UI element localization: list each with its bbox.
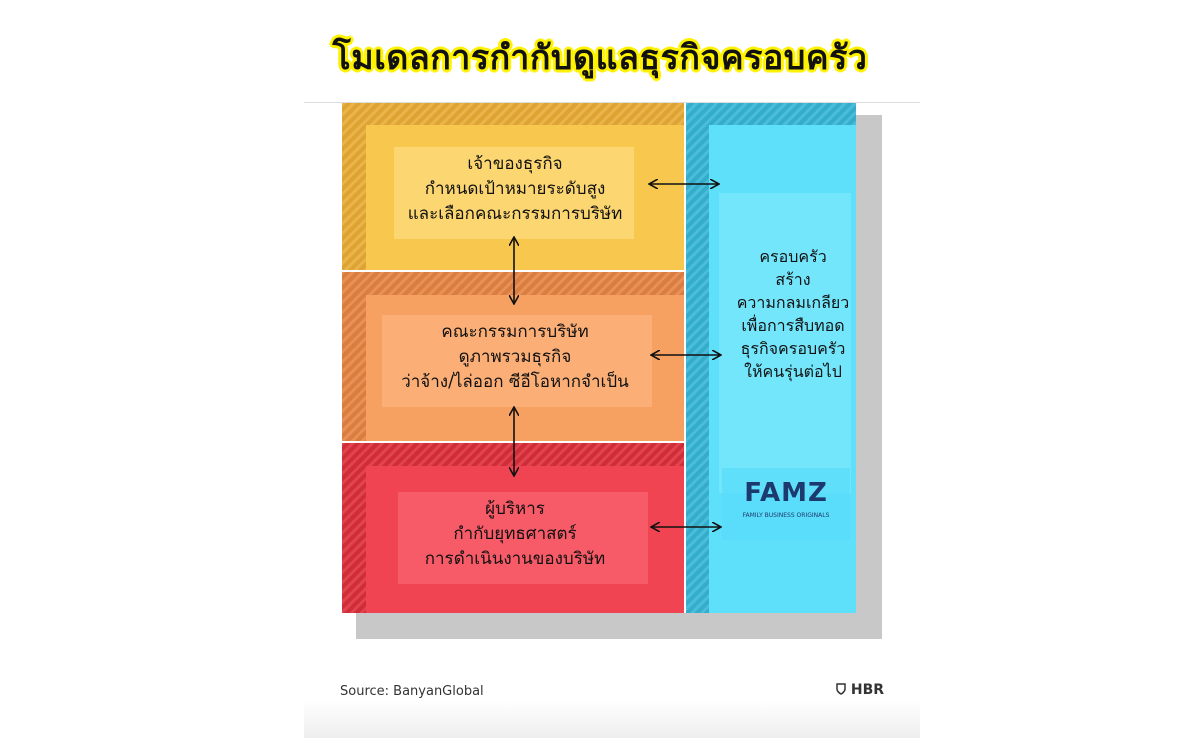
family-line-4: เพื่อการสืบทอด xyxy=(741,316,845,335)
family-text: ครอบครัว สร้าง ความกลมเกลียว เพื่อการสืบ… xyxy=(708,245,878,383)
separator-owners-board xyxy=(342,270,685,272)
management-line-1: ผู้บริหาร xyxy=(485,499,545,519)
board-line-3: ว่าจ้าง/ไล่ออก ซีอีโอหากจำเป็น xyxy=(401,372,629,392)
management-line-2: กำกับยุทธศาสตร์ xyxy=(453,524,577,544)
management-text: ผู้บริหาร กำกับยุทธศาสตร์ การดำเนินงานขอ… xyxy=(390,497,640,572)
family-line-1: ครอบครัว xyxy=(759,247,827,266)
diagram-shadow-bottom xyxy=(356,613,882,639)
shield-icon xyxy=(836,683,846,695)
management-line-3: การดำเนินงานของบริษัท xyxy=(424,549,606,569)
family-line-3: ความกลมเกลียว xyxy=(736,293,850,312)
famz-logo: FAMZ FAMILY BUSINESS ORIGINALS xyxy=(722,468,850,540)
separator-board-management xyxy=(342,441,685,443)
page-title: โมเดลการกำกับดูแลธุรกิจครอบครัว xyxy=(332,38,868,78)
owners-line-3: และเลือกคณะกรรมการบริษัท xyxy=(407,204,623,224)
famz-logo-name: FAMZ xyxy=(744,478,828,508)
owners-line-1: เจ้าของธุรกิจ xyxy=(467,154,563,174)
publisher-name: HBR xyxy=(850,682,885,698)
management-inner xyxy=(366,466,685,613)
owners-block xyxy=(342,103,685,271)
board-line-2: ดูภาพรวมธุรกิจ xyxy=(458,347,572,367)
board-line-1: คณะกรรมการบริษัท xyxy=(441,322,589,342)
title-area: โมเดลการกำกับดูแลธุรกิจครอบครัว xyxy=(0,0,1200,100)
management-block xyxy=(342,442,685,613)
separator-vertical xyxy=(684,103,686,613)
footer-fade xyxy=(304,700,920,738)
diagram-shadow-right xyxy=(856,115,882,639)
family-line-6: ให้คนรุ่นต่อไป xyxy=(744,362,842,381)
famz-logo-subtitle: FAMILY BUSINESS ORIGINALS xyxy=(742,512,830,519)
board-text: คณะกรรมการบริษัท ดูภาพรวมธุรกิจ ว่าจ้าง/… xyxy=(370,320,660,395)
family-line-5: ธุรกิจครอบครัว xyxy=(740,339,846,358)
publisher-logo: HBR xyxy=(836,682,884,698)
owners-text: เจ้าของธุรกิจ กำหนดเป้าหมายระดับสูง และเ… xyxy=(380,152,650,227)
family-line-2: สร้าง xyxy=(775,270,811,289)
source-caption: Source: BanyanGlobal xyxy=(340,684,484,699)
owners-line-2: กำหนดเป้าหมายระดับสูง xyxy=(424,179,606,199)
